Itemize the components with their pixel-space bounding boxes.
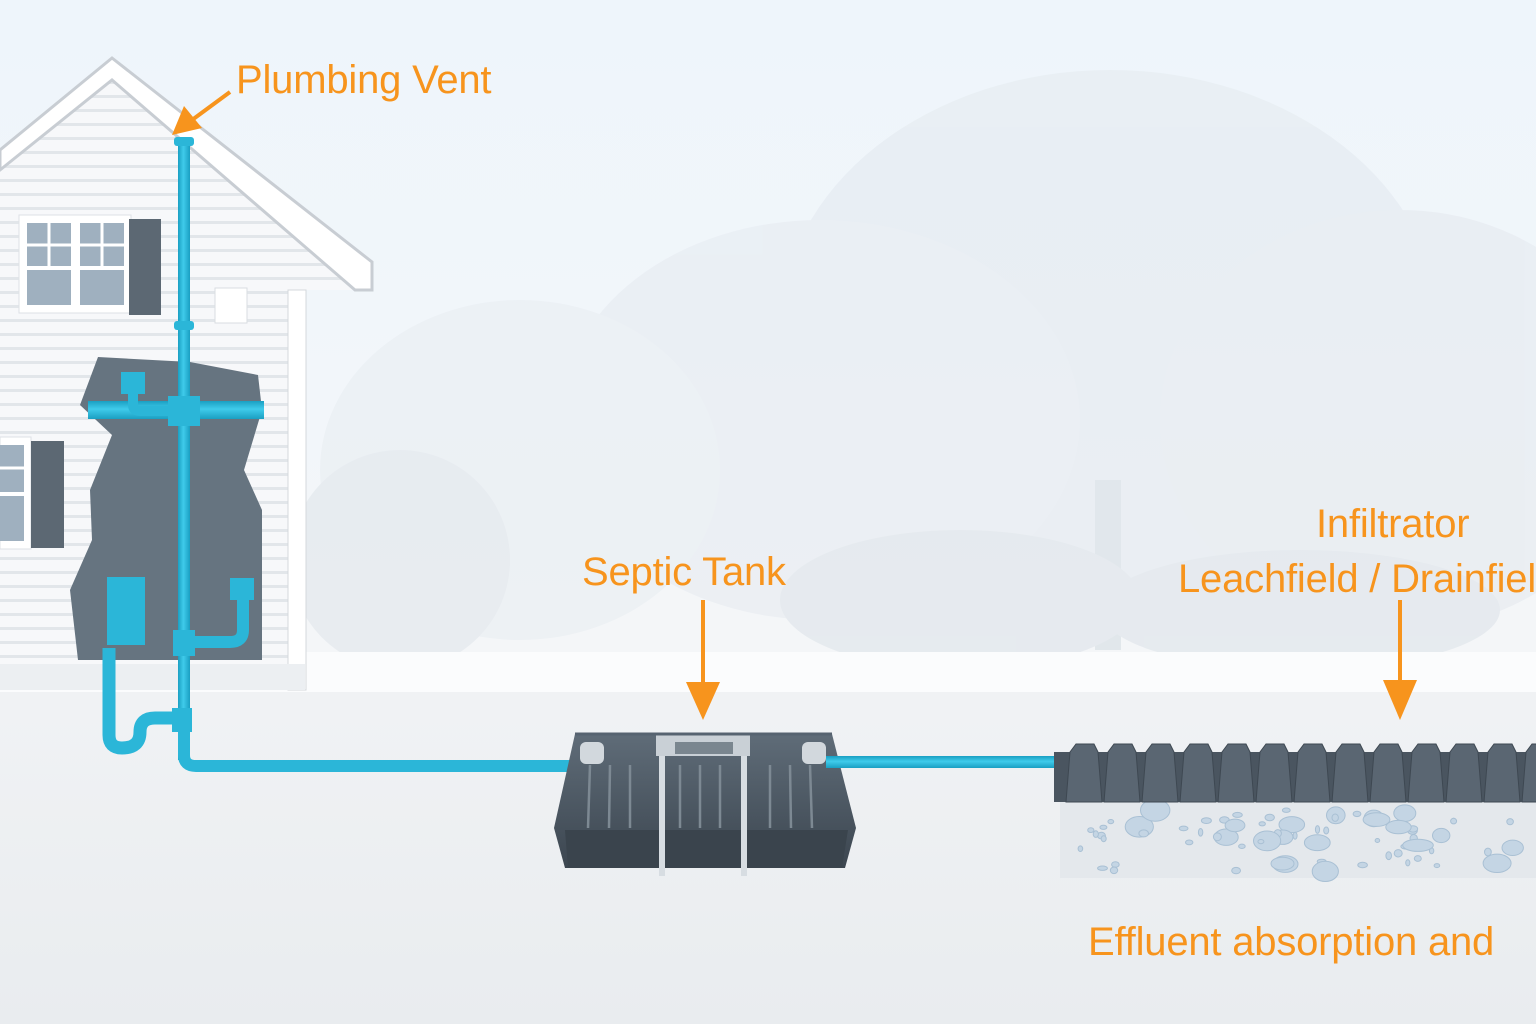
gravel-pebble: [1212, 832, 1222, 842]
chamber-ridge: [1521, 743, 1536, 803]
chamber-ridge: [1331, 743, 1369, 803]
gravel-pebble: [1258, 821, 1266, 827]
chamber-ridge: [1103, 743, 1141, 803]
gravel-pebble: [1100, 835, 1107, 843]
gravel-pebble: [1107, 819, 1115, 825]
gravel-pebble: [1197, 828, 1204, 837]
gravel-pebble: [1281, 807, 1291, 813]
chamber-ridge: [1445, 743, 1483, 803]
gravel-pebble: [1433, 863, 1441, 869]
gravel-pebble: [1077, 845, 1084, 853]
gravel-pebble: [1138, 829, 1149, 838]
infiltrator-chambers: [1054, 743, 1536, 803]
gravel-pebble: [1482, 853, 1512, 873]
chamber-ridge: [1065, 743, 1103, 803]
septic-tank: [554, 732, 856, 876]
chamber-ridge: [1407, 743, 1445, 803]
chamber-ridge: [1141, 743, 1179, 803]
gravel-pebble: [1432, 827, 1451, 844]
vent-stack: [178, 140, 190, 760]
gravel-pebble: [1357, 861, 1368, 869]
arrow-leachfield: [1383, 600, 1417, 720]
gravel-pebble: [1200, 817, 1212, 824]
chamber-ridge: [1217, 743, 1255, 803]
gravel-pebble: [1185, 839, 1194, 846]
drain-line: [178, 730, 580, 772]
chamber-ridge: [1369, 743, 1407, 803]
gravel-pebble: [1087, 827, 1095, 833]
window-shutter: [31, 441, 64, 548]
chamber-ridge: [1293, 743, 1331, 803]
arrow-plumbing-vent: [172, 90, 232, 135]
gravel-pebble: [1323, 826, 1330, 835]
chamber-ridge: [1483, 743, 1521, 803]
house-plumbing: [88, 137, 580, 772]
gravel-pebble: [1092, 830, 1099, 838]
gravel-pebble: [1099, 824, 1108, 830]
label-infiltrator: Infiltrator: [1316, 502, 1470, 546]
gravel-pebble: [1303, 834, 1331, 852]
gravel-pebble: [1238, 843, 1246, 849]
gravel-pebble: [1374, 838, 1381, 843]
gravel-pebble: [1264, 813, 1275, 822]
gravel-pebble: [1501, 839, 1524, 856]
gravel-pebble: [1278, 816, 1306, 834]
gravel-pebble: [1393, 849, 1403, 858]
gravel-pebble: [1311, 860, 1339, 883]
fixture-box: [107, 577, 145, 645]
gravel-pebble: [1506, 818, 1514, 826]
gravel-pebble: [1385, 851, 1392, 861]
gravel-pebble: [1385, 819, 1412, 835]
background-trees: [290, 70, 1536, 670]
chamber-ridge: [1255, 743, 1293, 803]
gravel-pebble: [1484, 847, 1492, 857]
gravel-pebble: [1270, 856, 1295, 871]
gravel-pebble: [1111, 861, 1120, 868]
gravel-pebble: [1402, 838, 1434, 852]
arrow-septic-tank: [686, 600, 720, 720]
gravel-pebble: [1413, 855, 1422, 862]
gravel-pebble: [1109, 866, 1119, 875]
vent-panel: [214, 287, 248, 324]
gravel-pebble: [1314, 825, 1321, 834]
gravel-pebble: [1352, 810, 1362, 818]
lower-window: [0, 436, 64, 550]
gravel-pebble: [1224, 818, 1246, 833]
gravel-bed: [1060, 798, 1536, 883]
window-shutter: [129, 219, 161, 315]
gravel-pebble: [1405, 859, 1411, 867]
gravel-pebble: [1257, 839, 1265, 845]
gravel-pebble: [1331, 813, 1339, 822]
label-plumbing-vent: Plumbing Vent: [236, 58, 492, 102]
outlet-line: [826, 756, 1060, 768]
gravel-pebble: [1362, 812, 1391, 827]
gravel-pebble: [1292, 831, 1298, 840]
gravel-pebble: [1231, 866, 1241, 875]
upper-window: [18, 214, 161, 315]
p-trap: [102, 648, 175, 755]
gravel-pebble: [1253, 830, 1282, 852]
gravel-pebble: [1450, 817, 1458, 825]
label-septic-tank: Septic Tank: [582, 550, 786, 594]
label-effluent: Effluent absorption and: [1088, 920, 1495, 964]
gravel-pebble: [1393, 804, 1417, 823]
gravel-pebble: [1178, 825, 1189, 832]
label-leachfield: Leachfield / Drainfield: [1178, 557, 1536, 601]
gravel-pebble: [1097, 865, 1108, 871]
label-arrows: [172, 90, 1417, 720]
gravel-pebble: [1232, 811, 1243, 818]
chamber-ridge: [1179, 743, 1217, 803]
